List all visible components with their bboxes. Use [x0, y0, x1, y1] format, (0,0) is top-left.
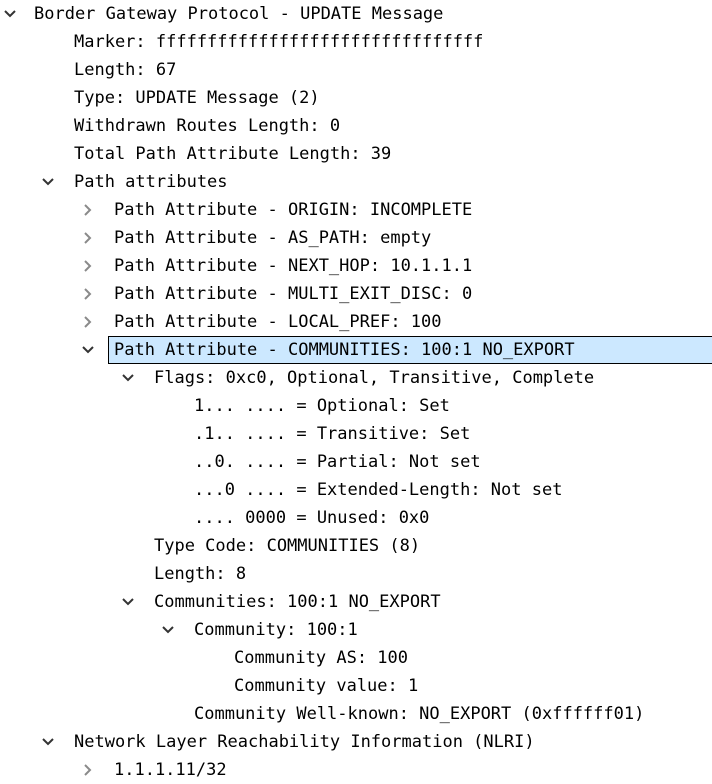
tree-row-label: Community value: 1	[234, 676, 419, 696]
tree-row-label: Communities: 100:1 NO_EXPORT	[154, 592, 441, 612]
tree-row-label: 1... .... = Optional: Set	[194, 396, 450, 416]
chevron-down-icon[interactable]	[120, 594, 136, 610]
tree-row-label: Type Code: COMMUNITIES (8)	[154, 536, 421, 556]
tree-row-type-code[interactable]: Type Code: COMMUNITIES (8)	[0, 532, 712, 560]
tree-row-label: Flags: 0xc0, Optional, Transitive, Compl…	[154, 368, 595, 388]
tree-row-label: ...0 .... = Extended-Length: Not set	[194, 480, 563, 500]
tree-row-label: Path Attribute - ORIGIN: INCOMPLETE	[114, 200, 473, 220]
tree-row-label: Network Layer Reachability Information (…	[74, 732, 535, 752]
tree-row-length[interactable]: Length: 67	[0, 56, 712, 84]
tree-row-path-attribute-multi-exit-disc[interactable]: Path Attribute - MULTI_EXIT_DISC: 0	[0, 280, 712, 308]
tree-row-bgp-update[interactable]: Border Gateway Protocol - UPDATE Message	[0, 0, 712, 28]
tree-row-path-attribute-local-pref[interactable]: Path Attribute - LOCAL_PREF: 100	[0, 308, 712, 336]
chevron-down-icon[interactable]	[2, 6, 18, 22]
chevron-down-icon[interactable]	[160, 622, 176, 638]
tree-row-path-attributes[interactable]: Path attributes	[0, 168, 712, 196]
tree-row-flag-optional[interactable]: 1... .... = Optional: Set	[0, 392, 712, 420]
chevron-right-icon[interactable]	[80, 762, 96, 778]
tree-row-label: Path Attribute - AS_PATH: empty	[114, 228, 432, 248]
chevron-right-icon[interactable]	[80, 286, 96, 302]
tree-row-type[interactable]: Type: UPDATE Message (2)	[0, 84, 712, 112]
tree-row-community[interactable]: Community: 100:1	[0, 616, 712, 644]
tree-row-communities[interactable]: Communities: 100:1 NO_EXPORT	[0, 588, 712, 616]
tree-row-label: Withdrawn Routes Length: 0	[74, 116, 341, 136]
tree-row-path-attribute-origin[interactable]: Path Attribute - ORIGIN: INCOMPLETE	[0, 196, 712, 224]
chevron-right-icon[interactable]	[80, 314, 96, 330]
tree-row-label: Path Attribute - NEXT_HOP: 10.1.1.1	[114, 256, 473, 276]
chevron-right-icon[interactable]	[80, 258, 96, 274]
tree-row-label: Length: 67	[74, 60, 177, 80]
tree-row-path-attribute-next-hop[interactable]: Path Attribute - NEXT_HOP: 10.1.1.1	[0, 252, 712, 280]
tree-row-community-as[interactable]: Community AS: 100	[0, 644, 712, 672]
tree-row-community-well-known[interactable]: Community Well-known: NO_EXPORT (0xfffff…	[0, 700, 712, 728]
tree-row-nlri-prefix[interactable]: 1.1.1.11/32	[0, 756, 712, 784]
tree-row-label: Path attributes	[74, 172, 228, 192]
tree-row-label: Border Gateway Protocol - UPDATE Message	[34, 4, 444, 24]
tree-row-flag-transitive[interactable]: .1.. .... = Transitive: Set	[0, 420, 712, 448]
tree-row-label: Community Well-known: NO_EXPORT (0xfffff…	[194, 704, 645, 724]
tree-row-withdrawn-routes-length[interactable]: Withdrawn Routes Length: 0	[0, 112, 712, 140]
tree-row-path-attribute-communities[interactable]: Path Attribute - COMMUNITIES: 100:1 NO_E…	[108, 336, 712, 364]
tree-row-label: Type: UPDATE Message (2)	[74, 88, 320, 108]
chevron-down-icon[interactable]	[80, 342, 96, 358]
tree-row-flag-partial[interactable]: ..0. .... = Partial: Not set	[0, 448, 712, 476]
tree-row-path-attribute-as-path[interactable]: Path Attribute - AS_PATH: empty	[0, 224, 712, 252]
tree-row-attribute-length[interactable]: Length: 8	[0, 560, 712, 588]
tree-row-flags[interactable]: Flags: 0xc0, Optional, Transitive, Compl…	[0, 364, 712, 392]
tree-row-label: Length: 8	[154, 564, 247, 584]
tree-row-label: Path Attribute - LOCAL_PREF: 100	[114, 312, 442, 332]
tree-row-flag-extended-length[interactable]: ...0 .... = Extended-Length: Not set	[0, 476, 712, 504]
tree-row-nlri[interactable]: Network Layer Reachability Information (…	[0, 728, 712, 756]
chevron-right-icon[interactable]	[80, 202, 96, 218]
tree-row-flag-unused[interactable]: .... 0000 = Unused: 0x0	[0, 504, 712, 532]
chevron-down-icon[interactable]	[120, 370, 136, 386]
tree-row-total-path-attribute-length[interactable]: Total Path Attribute Length: 39	[0, 140, 712, 168]
tree-row-marker[interactable]: Marker: ffffffffffffffffffffffffffffffff	[0, 28, 712, 56]
tree-row-label: Total Path Attribute Length: 39	[74, 144, 392, 164]
tree-row-label: .1.. .... = Transitive: Set	[194, 424, 471, 444]
chevron-down-icon[interactable]	[40, 734, 56, 750]
tree-row-label: Path Attribute - COMMUNITIES: 100:1 NO_E…	[114, 340, 575, 360]
tree-row-label: Path Attribute - MULTI_EXIT_DISC: 0	[114, 284, 473, 304]
tree-row-label: .... 0000 = Unused: 0x0	[194, 508, 430, 528]
tree-row-label: Community AS: 100	[234, 648, 408, 668]
tree-row-label: Marker: ffffffffffffffffffffffffffffffff	[74, 32, 484, 52]
tree-row-label: ..0. .... = Partial: Not set	[194, 452, 481, 472]
tree-row-label: 1.1.1.11/32	[114, 760, 227, 780]
tree-row-community-value[interactable]: Community value: 1	[0, 672, 712, 700]
tree-row-label: Community: 100:1	[194, 620, 358, 640]
chevron-down-icon[interactable]	[40, 174, 56, 190]
chevron-right-icon[interactable]	[80, 230, 96, 246]
